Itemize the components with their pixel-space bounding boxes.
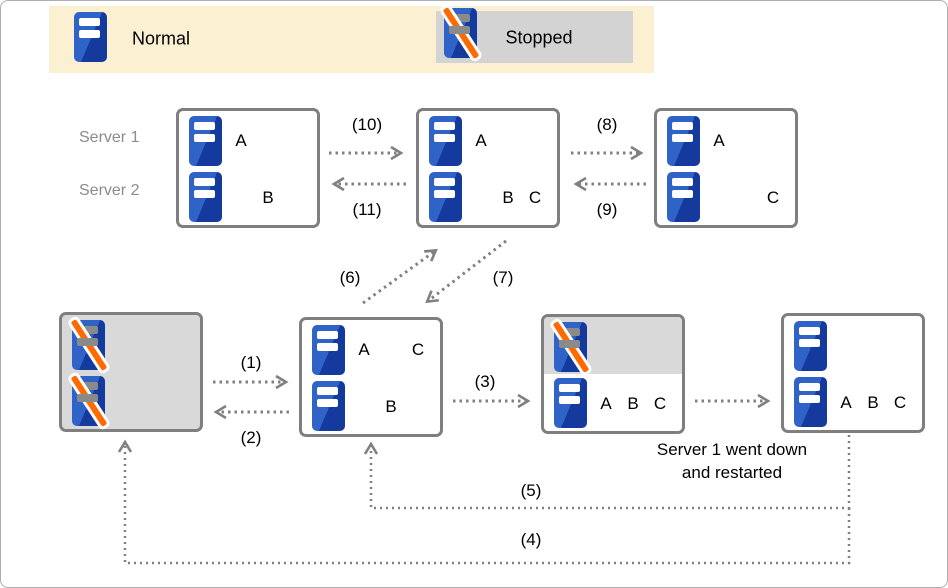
server-stopped-icon (66, 314, 111, 376)
group-letter: A (840, 393, 852, 412)
state-box-bottom-right: A B C (781, 313, 925, 433)
state-box-bottom-middle: A C B (299, 317, 443, 437)
group-letter: C (893, 393, 907, 412)
state-box-top-right: A C (654, 108, 798, 228)
arrow-label-8: (8) (596, 115, 618, 134)
group-letter: C (766, 188, 780, 207)
stopped-slash-icon (66, 370, 111, 432)
legend-stopped-box: Stopped (436, 2, 633, 64)
arrow-label-5: (5) (520, 481, 542, 500)
legend-normal-label: Normal (131, 28, 191, 49)
group-letter: C (528, 188, 542, 207)
server-normal-icon (312, 325, 345, 375)
arrow-6 (362, 248, 438, 305)
server-normal-icon (312, 381, 345, 431)
server-stopped-icon (438, 2, 483, 64)
restart-note-line1: Server 1 went down (656, 440, 808, 459)
arrow-label-1: (1) (240, 353, 262, 372)
state-box-server1-down: A B C (541, 314, 685, 434)
legend-stopped-label: Stopped (505, 27, 573, 48)
arrow-label-3: (3) (474, 372, 496, 391)
server-normal-icon (794, 377, 827, 427)
group-letter: A (358, 340, 370, 359)
row-label-server2: Server 2 (79, 182, 140, 199)
row-label-server1: Server 1 (79, 129, 140, 146)
arrow-label-6: (6) (339, 268, 361, 287)
server-normal-icon (667, 116, 700, 166)
group-letter: B (385, 397, 397, 416)
server-normal-icon (554, 378, 587, 428)
stopped-slash-icon (66, 314, 111, 376)
legend: Normal Stopped (49, 2, 654, 73)
server-normal-icon (667, 172, 700, 222)
group-letter: B (262, 188, 274, 207)
arrow-label-7: (7) (492, 268, 514, 287)
state-box-top-middle: A B C (416, 108, 560, 228)
arrow-label-9: (9) (596, 200, 618, 219)
group-letter: A (600, 394, 612, 413)
server-stopped-icon (548, 316, 593, 378)
stopped-slash-icon (438, 2, 483, 64)
server-normal-icon (189, 116, 222, 166)
arrow-label-2: (2) (240, 428, 262, 447)
arrow-label-10: (10) (351, 115, 383, 134)
restart-note: Server 1 went down and restarted (657, 438, 807, 484)
state-box-both-stopped (59, 312, 203, 432)
server-normal-icon (429, 172, 462, 222)
state-box-top-left: A B (176, 108, 320, 228)
group-letter: B (627, 394, 639, 413)
restart-note-line2: and restarted (681, 463, 783, 482)
group-letter: A (235, 131, 247, 150)
stopped-slash-icon (548, 316, 593, 378)
group-letter: C (653, 394, 667, 413)
arrow-label-11: (11) (352, 200, 382, 219)
group-letter: A (475, 131, 487, 150)
server-stopped-icon (66, 370, 111, 432)
group-letter: A (713, 131, 725, 150)
server-normal-icon (189, 172, 222, 222)
group-letter: C (411, 340, 425, 359)
server-normal-icon (74, 12, 107, 62)
group-letter: B (867, 393, 879, 412)
group-letter: B (502, 188, 514, 207)
server-normal-icon (429, 116, 462, 166)
arrow-label-4: (4) (520, 530, 542, 549)
server-normal-icon (794, 321, 827, 371)
